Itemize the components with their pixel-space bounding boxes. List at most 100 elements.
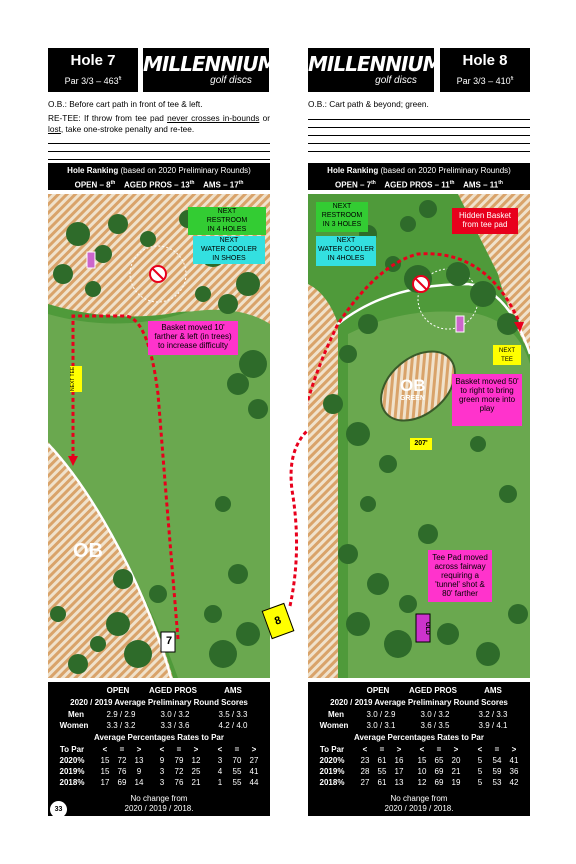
hole7-ob-area [48, 442, 173, 678]
hole8-pct-value: 20 [451, 756, 461, 765]
hole8-pct-value: 19 [451, 778, 461, 787]
hole7-basket-note: Basket moved 10' farther & left (in tree… [148, 321, 238, 355]
hole8-pct-value: 42 [509, 778, 519, 787]
hole8-flight-path [308, 252, 522, 406]
hole8-pct-value: 16 [394, 756, 404, 765]
hole8-pct-value: 5 [477, 767, 483, 776]
hole8-pct-value: 17 [394, 767, 404, 776]
hole7-fairway [48, 309, 270, 678]
hole8-pct-value: 69 [434, 778, 444, 787]
hole8-ranking: Hole Ranking (based on 2020 Preliminary … [308, 163, 530, 190]
hole8-pct-value: 54 [492, 756, 502, 765]
hole8-distance-sign: 207' [410, 438, 432, 450]
logo-sub: golf discs [210, 75, 252, 86]
hole7-pct-value: 27 [249, 756, 259, 765]
hole7-ob-note: O.B.: Before cart path in front of tee &… [48, 99, 203, 109]
hole7-par: Par 3/3 – 463ft [64, 76, 122, 86]
hole7-pct-value: 1 [217, 778, 223, 787]
hole8-pct-value: 55 [377, 767, 387, 776]
hole8-ob-green [380, 350, 456, 422]
hole8-old-tee-icon [415, 613, 431, 643]
hole7-pct-value: 17 [100, 778, 110, 787]
logo-brand: MILLENNIUM [143, 52, 278, 76]
hole7-pct-value: 76 [117, 767, 127, 776]
hole8-pct-value: 5 [477, 778, 483, 787]
hole7-stats: OPEN AGED PROS AMS 2020 / 2019 Average P… [48, 682, 270, 816]
hole8-pct-value: 27 [360, 778, 370, 787]
hole8-pct-value: 61 [377, 778, 387, 787]
hole7-pct-value: 3 [159, 767, 165, 776]
hole7-pct-value: 9 [136, 767, 142, 776]
hole8-pct-value: 53 [492, 778, 502, 787]
hole7-pct-value: 12 [191, 756, 201, 765]
hole7-pct-value: 41 [249, 767, 259, 776]
hole8-stats: OPEN AGED PROS AMS 2020 / 2019 Average P… [308, 682, 530, 816]
hole7-pct-value: 4 [217, 767, 223, 776]
hole8-pct-value: 5 [477, 756, 483, 765]
hole7-title-box: Hole 7 Par 3/3 – 463ft [48, 48, 138, 92]
hole7-basket-icon [86, 251, 96, 269]
hole7-blank-lines [48, 136, 270, 160]
hole7-pct-value: 15 [100, 767, 110, 776]
hole8-pct-value: 12 [417, 778, 427, 787]
hole8-pct-value: 36 [509, 767, 519, 776]
hole8-basket-icon [455, 315, 465, 333]
logo-brand: MILLENNIUM [308, 52, 443, 76]
hole7-ranking: Hole Ranking (based on 2020 Preliminary … [48, 163, 270, 190]
hole7-pct-value: 13 [134, 756, 144, 765]
hole7-tee-number: 7 [165, 635, 173, 647]
hole7-pct-value: 76 [174, 778, 184, 787]
hole8-pct-value: 23 [360, 756, 370, 765]
hole8-map-svg [308, 194, 530, 678]
hole8-pct-value: 13 [394, 778, 404, 787]
hole7-logo: MILLENNIUM golf discs [143, 48, 278, 92]
hole8-pct-value: 65 [434, 756, 444, 765]
hole7-pct-value: 44 [249, 778, 259, 787]
hole8-pct-value: 41 [509, 756, 519, 765]
hole8-pct-year: 2019% [319, 767, 345, 776]
hole8-blank-lines [308, 112, 530, 152]
hole8-pct-value: 21 [451, 767, 461, 776]
hole7-pct-value: 55 [232, 778, 242, 787]
hole8-title-box: Hole 8 Par 3/3 – 410ft [440, 48, 530, 92]
hole8-ob-label: OB [400, 376, 426, 395]
hole7-pct-year: 2018% [59, 778, 85, 787]
hole8-pct-year: 2018% [319, 778, 345, 787]
hole7-title: Hole 7 [70, 52, 116, 69]
hole7-pct-value: 72 [174, 767, 184, 776]
hole7-pct-value: 79 [174, 756, 184, 765]
hole8-ob-note: O.B.: Cart path & beyond; green. [308, 99, 429, 109]
hole8-ob-sublabel: GREEN [400, 395, 425, 402]
hole8-tee-note: Tee Pad moved across fairway requiring a… [428, 550, 492, 602]
hole7-ob-label: OB [73, 540, 103, 562]
hole8-hidden-basket-note: Hidden Basket from tee pad [452, 208, 518, 234]
hole7-pct-value: 70 [232, 756, 242, 765]
hole8-hatch-left [308, 284, 338, 678]
hole7-retee-note: RE-TEE: If throw from tee pad never cros… [48, 113, 270, 134]
page-number: 33 [50, 801, 67, 818]
hole8-next-tee-sign: NEXT TEE [493, 345, 521, 365]
logo-sub: golf discs [375, 75, 417, 86]
hole8-pct-value: 10 [417, 767, 427, 776]
hole8-pct-value: 69 [434, 767, 444, 776]
hole7-map-svg [48, 194, 270, 678]
hole7-pct-value: 72 [117, 756, 127, 765]
hole8-pct-value: 15 [417, 756, 427, 765]
hole7-pct-value: 15 [100, 756, 110, 765]
hole7-tee-pad-icon [160, 631, 176, 653]
hole8-logo: MILLENNIUM golf discs [308, 48, 443, 92]
hole7-pct-year: 2020% [59, 756, 85, 765]
hole8-old-tee-label: OLD [424, 622, 430, 635]
hole7-flight-path [71, 314, 180, 640]
hole7-pct-value: 14 [134, 778, 144, 787]
hole7-next-tee-sign: NEXT TEE [70, 366, 82, 392]
hole7-pct-value: 55 [232, 767, 242, 776]
hole8-par: Par 3/3 – 410ft [456, 76, 514, 86]
hole8-pct-value: 59 [492, 767, 502, 776]
